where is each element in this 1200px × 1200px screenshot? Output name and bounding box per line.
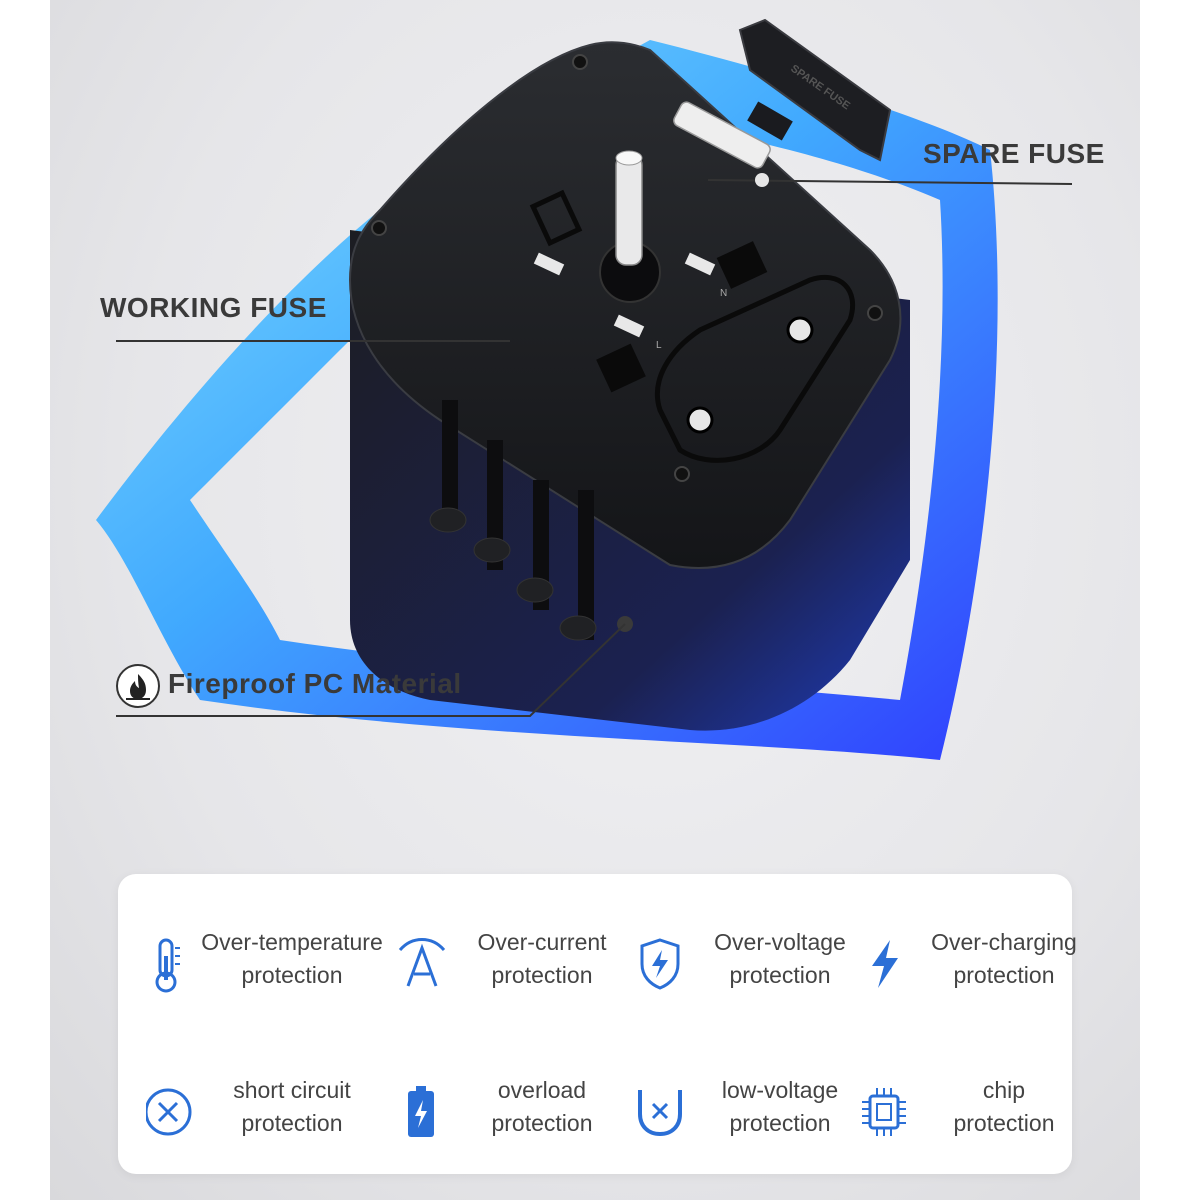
feature-line1: Over-temperature — [201, 929, 383, 955]
feature-line1: Over-charging — [931, 929, 1077, 955]
magnet-x-icon — [634, 1082, 686, 1142]
feature-short-circuit: short circuit protection — [136, 1074, 374, 1174]
feature-chip: chip protection — [848, 1074, 1086, 1174]
feature-line1: short circuit — [233, 1077, 351, 1103]
fireproof-label: Fireproof PC Material — [168, 668, 462, 699]
working-fuse-label: WORKING FUSE — [100, 292, 327, 323]
feature-line1: chip — [982, 1077, 1026, 1103]
feature-overload: overload protection — [386, 1074, 624, 1174]
feature-over-temperature: Over-temperature protection — [136, 926, 383, 1026]
feature-line1: Over-current — [477, 929, 607, 955]
feature-line2: protection — [729, 962, 831, 988]
spare-fuse — [673, 101, 771, 169]
live-marking: L — [656, 340, 662, 351]
feature-over-current: Over-current protection — [386, 926, 624, 1026]
feature-line2: protection — [491, 962, 593, 988]
fire-icon — [116, 664, 160, 708]
product-image-stage: N L SPARE FUSE — [50, 0, 1140, 1200]
feature-over-charging: Over-charging protection — [848, 926, 1086, 1026]
eu-socket-outline — [654, 274, 856, 463]
product-illustration: N L SPARE FUSE — [96, 18, 1073, 760]
protection-features-card: Over-temperature protection Over-current… — [118, 874, 1077, 1174]
feature-line2: protection — [729, 1110, 831, 1136]
feature-line2: protection — [953, 1110, 1055, 1136]
spare-fuse-label: SPARE FUSE — [923, 138, 1105, 169]
thermometer-icon — [146, 934, 198, 994]
spare-fuse-cover: SPARE FUSE — [738, 18, 892, 162]
feature-over-voltage: Over-voltage protection — [624, 926, 862, 1026]
lightning-icon — [858, 934, 910, 994]
current-icon — [396, 934, 448, 994]
feature-line1: overload — [497, 1077, 587, 1103]
neutral-marking: N — [720, 288, 727, 299]
plug-sliders — [429, 400, 597, 641]
feature-line1: Over-voltage — [714, 929, 846, 955]
feature-line2: protection — [491, 1110, 593, 1136]
feature-low-voltage: low-voltage protection — [624, 1074, 862, 1174]
feature-line2: protection — [241, 1110, 343, 1136]
circle-x-icon — [144, 1082, 198, 1142]
shield-bolt-icon — [634, 934, 686, 994]
feature-line1: low-voltage — [721, 1077, 839, 1103]
chip-icon — [858, 1082, 910, 1142]
working-fuse-pin — [615, 154, 643, 266]
feature-line2: protection — [953, 962, 1055, 988]
feature-line2: protection — [241, 962, 343, 988]
shield-shape — [96, 40, 998, 760]
battery-icon — [396, 1082, 448, 1142]
